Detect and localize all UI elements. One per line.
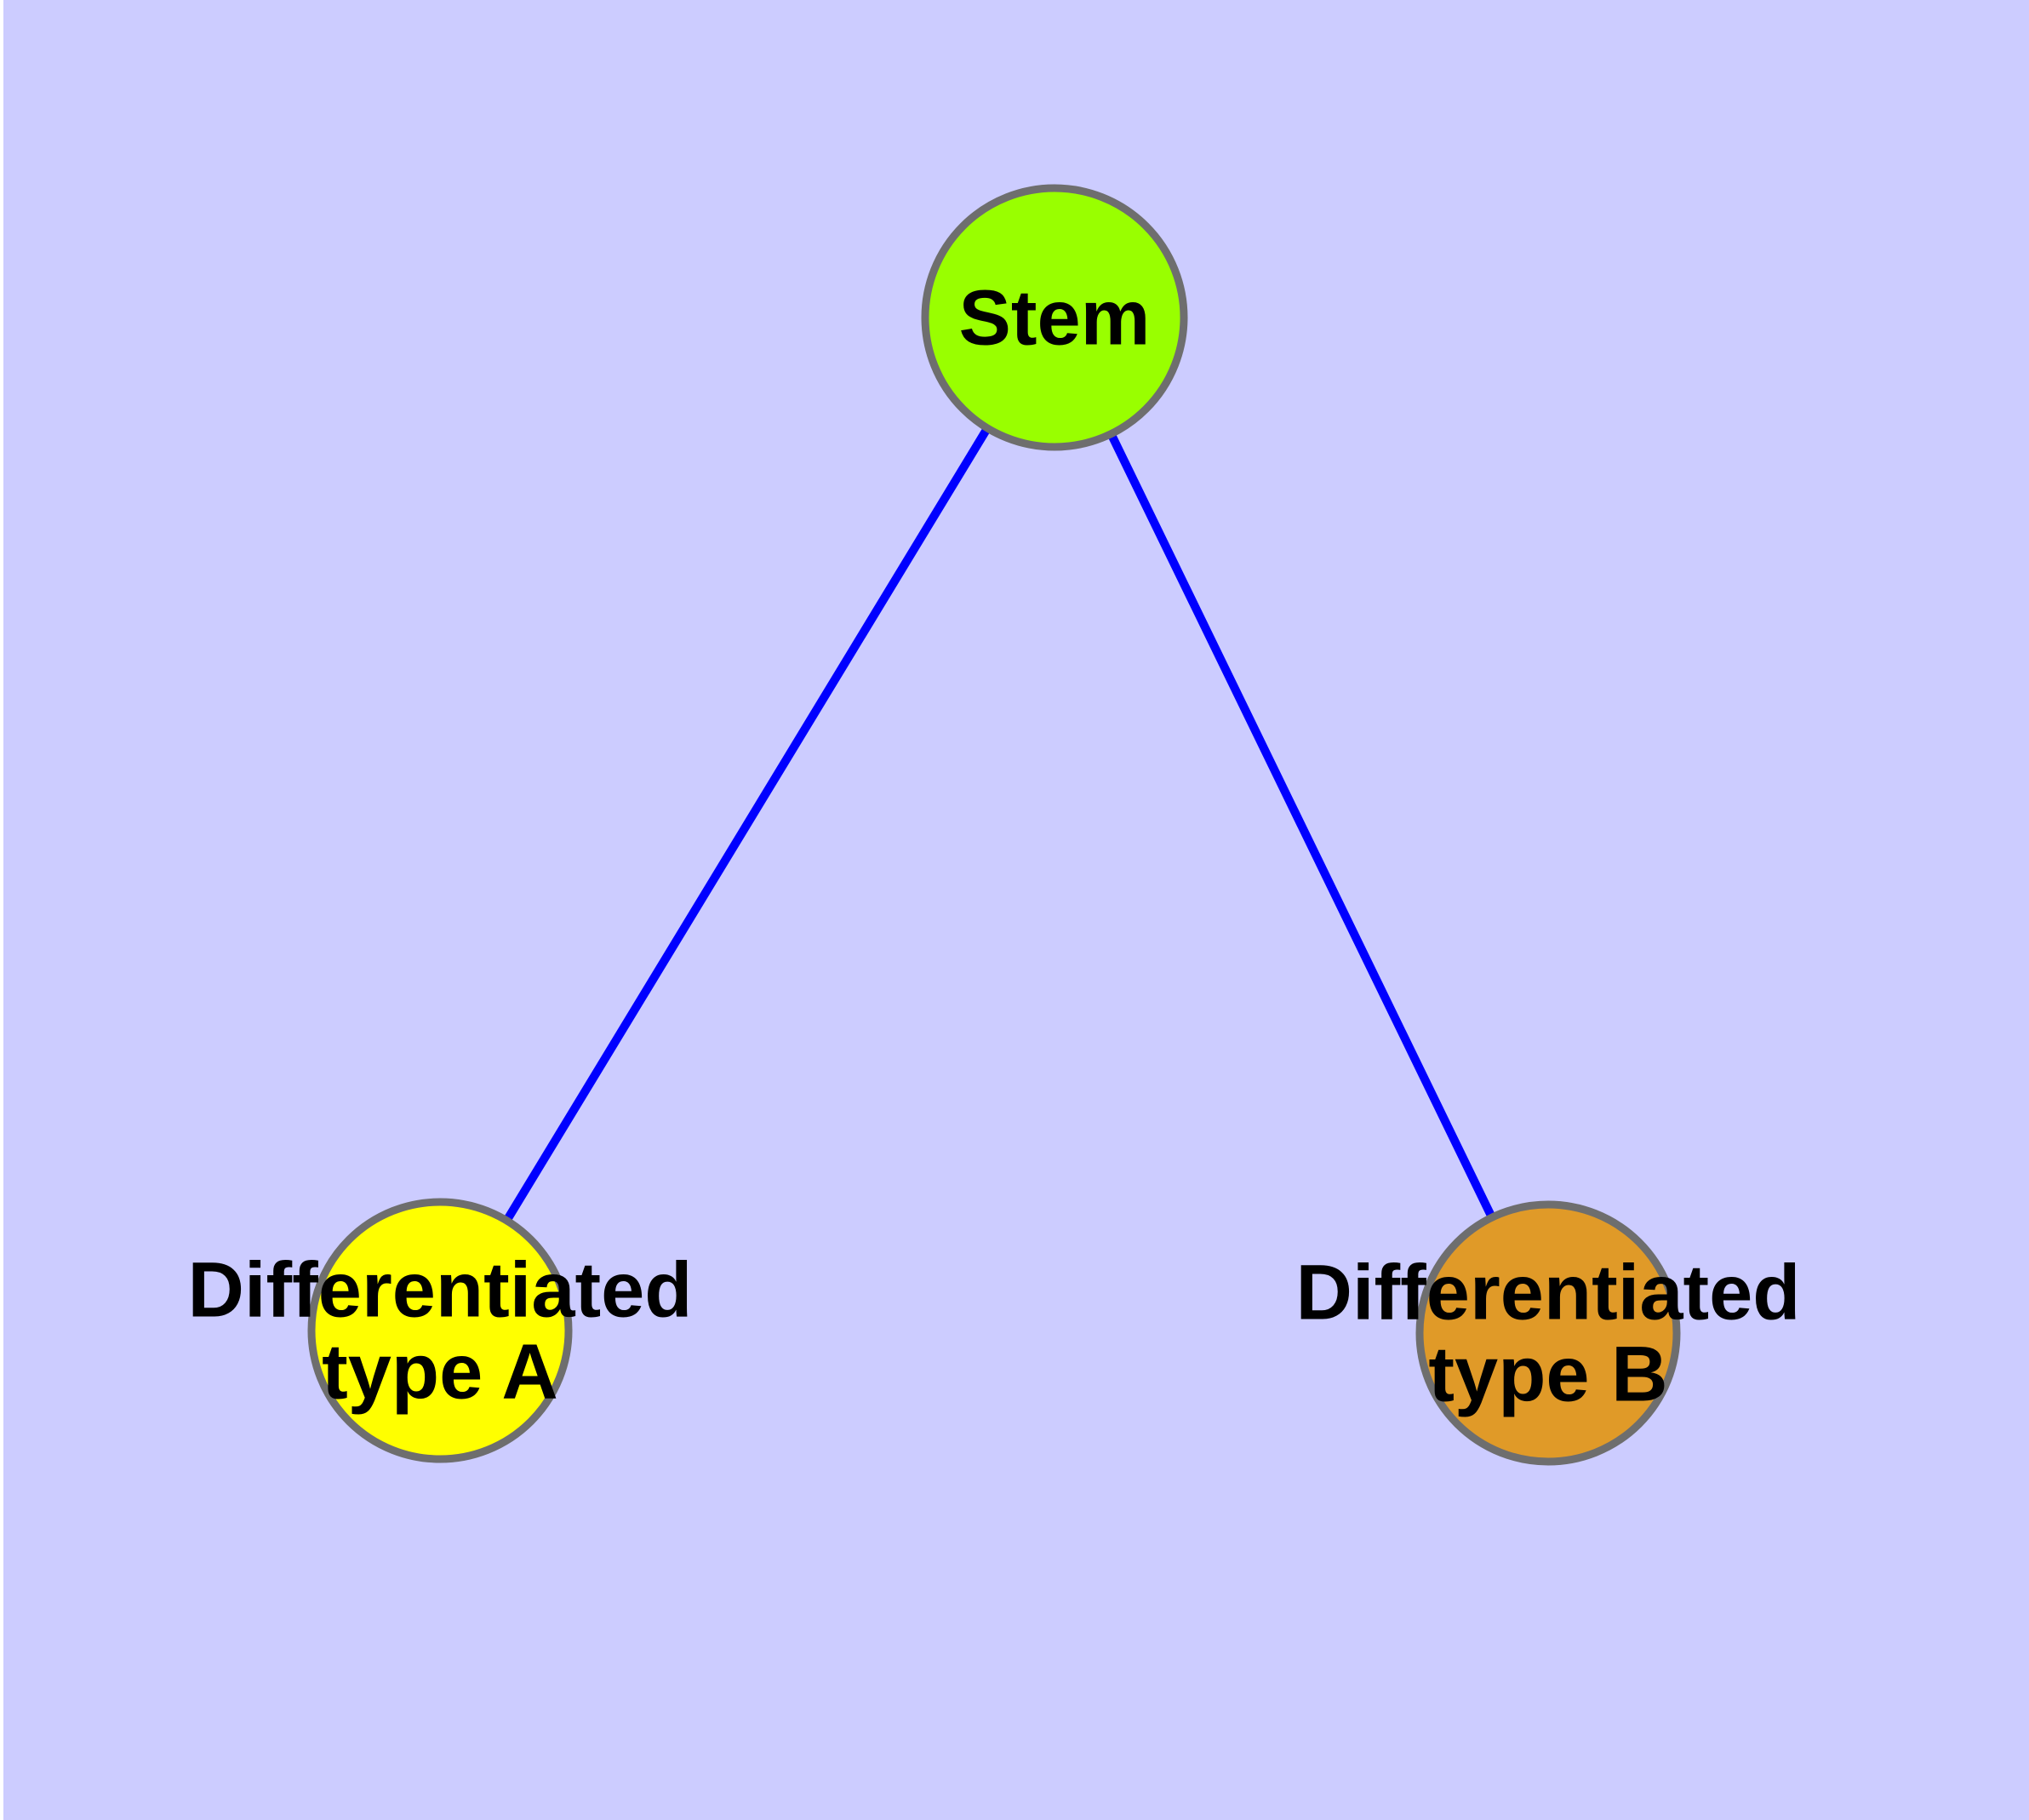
edge-stem-to-differentiated-type-a[interactable] [436,315,1059,1333]
edge-stem-to-differentiated-type-b[interactable] [1050,315,1552,1336]
node-differentiated-type-a-circle[interactable] [307,1198,573,1463]
node-stem-circle[interactable] [921,184,1188,451]
edge-layer [436,315,1552,1336]
node-differentiated-type-b-circle[interactable] [1415,1200,1681,1466]
node-stem-label: Stem [959,274,1151,361]
node-stem[interactable]: Stem [921,184,1188,451]
